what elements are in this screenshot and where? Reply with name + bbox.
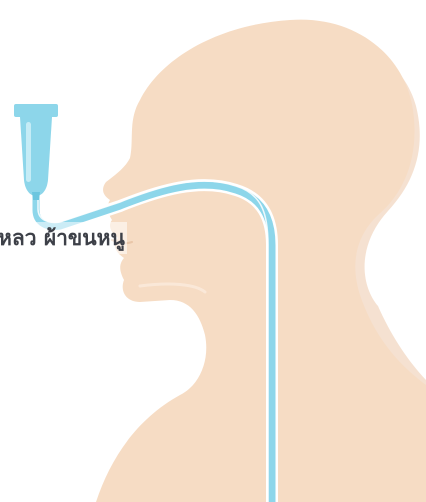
funnel-shine — [26, 122, 31, 182]
funnel-tip — [32, 192, 40, 200]
head-silhouette — [96, 20, 426, 502]
funnel-syringe-icon — [14, 104, 58, 200]
caption-label: หลว ผ้าขนหนู — [0, 222, 127, 254]
funnel-body — [20, 117, 52, 196]
funnel-rim — [14, 104, 58, 117]
